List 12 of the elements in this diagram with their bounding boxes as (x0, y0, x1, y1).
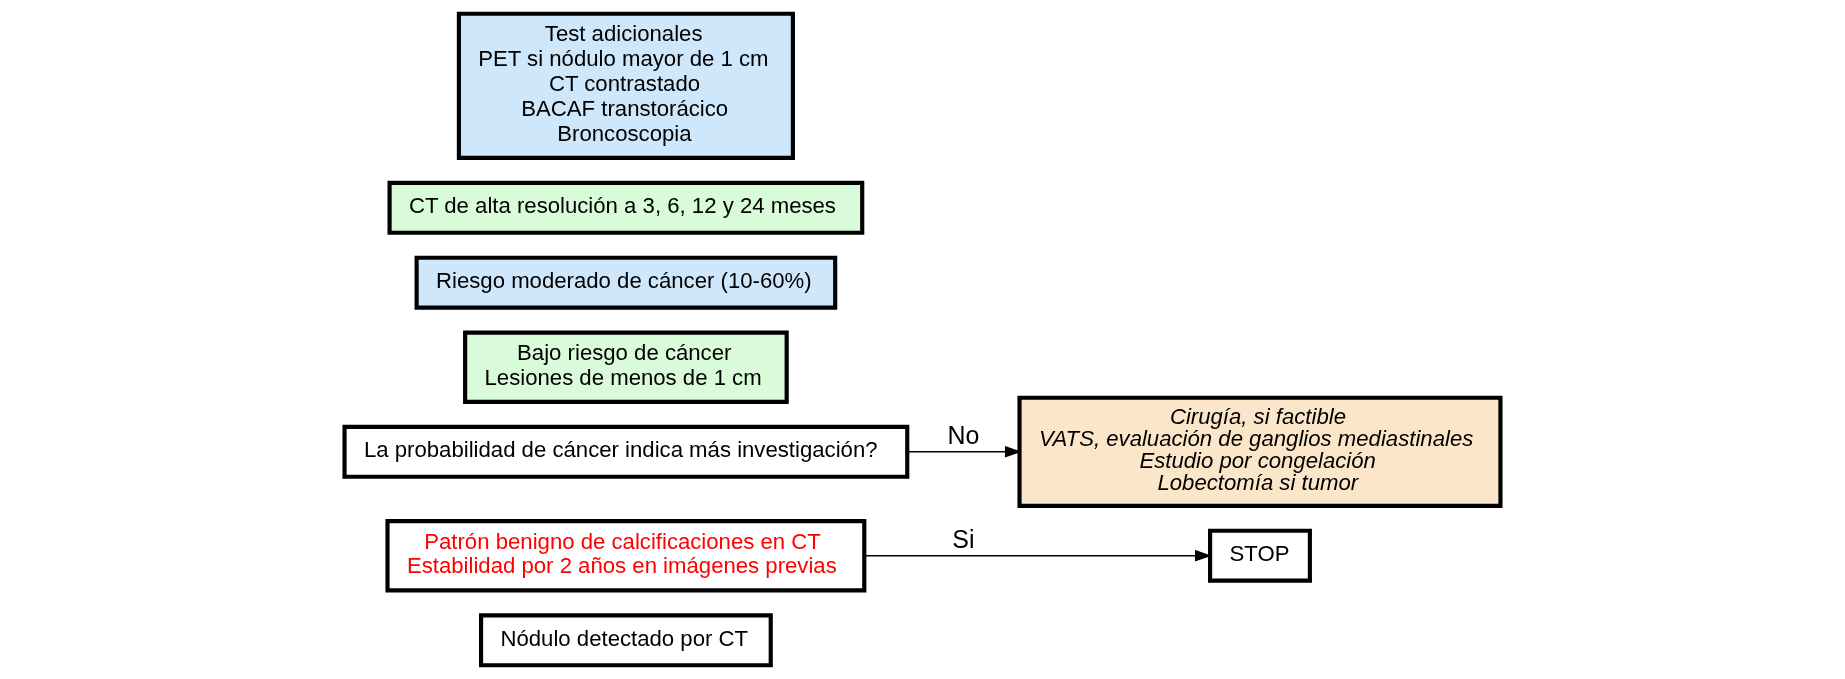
node-box: Cirugía, si factible VATS, evaluación de ganglios mediastinales Estudio por congelación Lobectomía si tumor (1017, 395, 1503, 508)
node-box: La probabilidad de cáncer indica más investigación? (342, 424, 910, 479)
edge-label: No (947, 421, 980, 449)
node-box: STOP (1208, 528, 1312, 583)
arrow (906, 445, 1022, 458)
node-box: Patrón benigno de calcificaciones en CT Estabilidad por 2 años en imágenes previas (385, 518, 867, 593)
node-box: Bajo riesgo de cáncer Lesiones de menos de 1 cm (463, 330, 789, 404)
node-box: CT de alta resolución a 3, 6, 12 y 24 meses (387, 180, 865, 235)
node-box: Nódulo detectado por CT (479, 613, 773, 668)
node-box: Test adicionales PET si nódulo mayor de 1 cm CT contrastado BACAF transtorácico Broncoscopia (456, 11, 795, 160)
edge-label: Si (952, 524, 975, 553)
node-box: Riesgo moderado de cáncer (10-60%) (414, 255, 838, 310)
